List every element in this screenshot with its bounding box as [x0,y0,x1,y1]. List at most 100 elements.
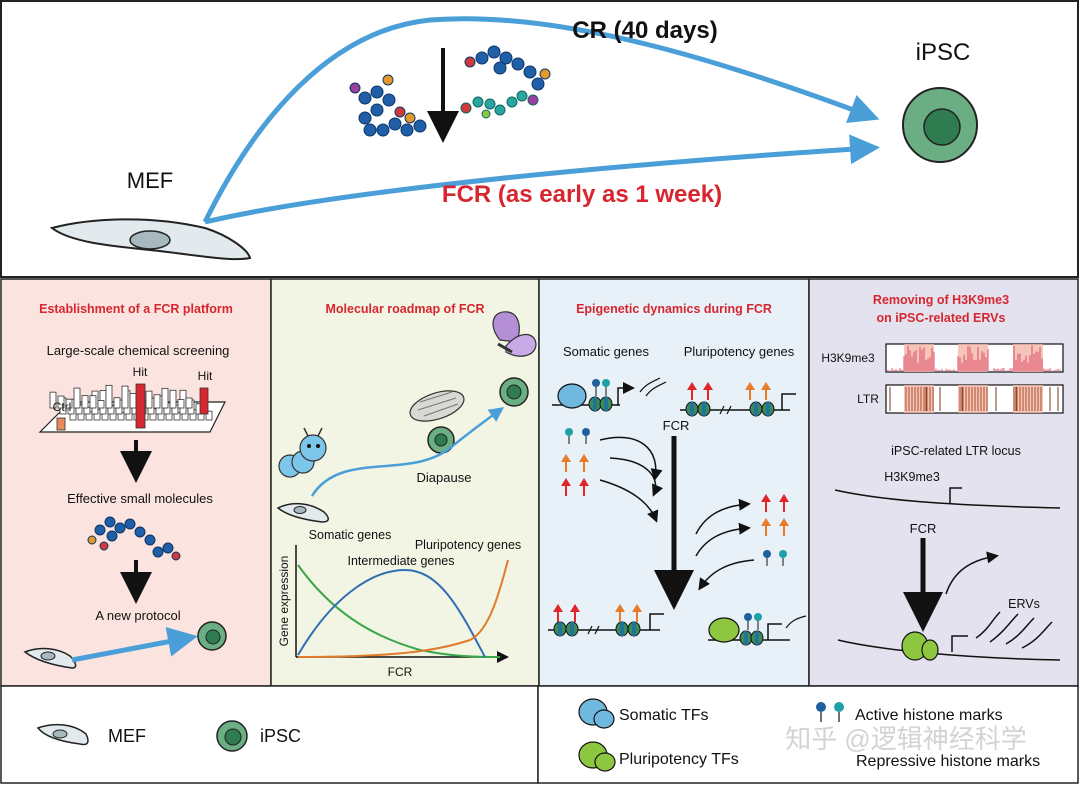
hit-label: Hit [198,369,213,383]
promoter-arrow-icon [951,635,968,652]
ipsc-cell-icon [427,426,455,454]
panel-molecular-roadmap: Molecular roadmap of FCR [270,278,540,687]
panel-fcr-platform: Establishment of a FCR platform Large-sc… [0,278,272,687]
active-marks-icon [816,702,844,722]
curved-arrow-icon [945,551,999,595]
curved-arrow-icon [695,522,751,557]
repressive-mark-icon [615,604,625,622]
pupa-icon [409,390,465,422]
pluripotency-genes-label: Pluripotency genes [684,344,795,359]
repressive-mark-icon [779,518,789,536]
flow-arrow-icon [71,626,198,663]
panel4-title-line1: Removing of H3K9me3 [873,293,1009,307]
ipsc-cell-icon [216,720,248,752]
cr-path [202,16,880,224]
repressive-mark-icon [561,454,571,472]
legend-repressive-marks: Repressive histone marks [856,753,1040,770]
screening-bar [161,387,169,409]
h3k9me3-track-label: H3K9me3 [821,351,875,365]
roadmap-path [310,407,505,497]
panel4-title-line2: on iPSC-related ERVs [877,311,1006,325]
panel-epigenetic-dynamics: Epigenetic dynamics during FCR Somatic g… [538,278,810,687]
fcr-label: FCR [910,521,937,536]
screening-bar [177,399,185,409]
screening-bar [81,395,89,409]
screening-bar [185,397,193,409]
legend-pluripotency-tfs: Pluripotency TFs [619,751,739,768]
fcr-label: FCR (as early as 1 week) [442,181,722,208]
screening-bar [49,391,57,409]
locus-label: iPSC-related LTR locus [891,444,1021,458]
mef-label: MEF [127,168,173,193]
somatic-tf-icon [578,698,615,729]
curved-arrow-icon [609,457,664,497]
repressive-mark-icon [561,478,571,496]
ipsc-cell-icon [499,377,529,407]
repressive-mark-icon [761,518,771,536]
repressive-mark-icon [579,454,589,472]
ctrl-label: Ctrl [53,400,72,414]
panel-removing-h3k9me3: Removing of H3K9me3 on iPSC-related ERVs… [808,278,1079,687]
somatic-curve [297,564,501,658]
repressive-mark-icon [687,382,697,400]
legend-ipsc: iPSC [260,726,301,746]
molecule-icon [349,74,427,137]
butterfly-icon [492,311,537,357]
h3k9me3-mark-label: H3K9me3 [884,470,940,484]
intermediate-genes-label: Intermediate genes [347,554,454,568]
screening-label: Large-scale chemical screening [47,343,230,358]
screening-bar [129,393,137,409]
ipsc-label: iPSC [916,39,971,66]
hit-label: Hit [133,365,148,379]
somatic-genes-label: Somatic genes [309,528,392,542]
repressive-mark-icon [703,382,713,400]
screening-bar [105,384,113,409]
repressive-mark-icon [579,478,589,496]
screening-bar [73,387,81,409]
active-marks-icon [565,428,590,444]
fcr-label: FCR [663,418,690,433]
repressive-mark-icon [632,604,642,622]
mef-cell-icon [49,218,252,261]
protocol-label: A new protocol [95,608,180,623]
ipsc-cell-icon [902,87,978,163]
screening-bar [145,390,153,409]
pluripotency-tf-icon [578,741,616,772]
screening-bar [169,389,177,409]
screening-plate [38,383,226,433]
molecule-icon [460,90,539,119]
somatic-genes-label: Somatic genes [563,344,649,359]
molecule-icon [464,45,551,91]
legend-section: MEF iPSC Somatic TFs Pluripotency TFs Ac… [0,685,1079,784]
screening-bar [65,398,73,409]
screening-bar [113,397,121,409]
curved-arrow-icon [695,498,751,535]
promoter-arrow-icon [949,487,962,504]
gene-expression-axis-label: Gene expression [277,556,291,647]
h3k9me3-track [885,343,1064,373]
dna-strand [834,489,1061,509]
panel1-title: Establishment of a FCR platform [39,302,233,316]
pluripotency-genes-label: Pluripotency genes [415,538,521,552]
diapause-label: Diapause [417,470,472,485]
fcr-path [204,134,880,225]
mef-cell-icon [276,502,329,523]
curved-arrow-icon [599,436,663,481]
curved-arrow-icon [698,559,755,591]
active-marks-icon [763,550,787,566]
mef-cell-icon [23,647,77,669]
somatic-locus [552,377,667,412]
repressive-mark-icon [779,494,789,512]
pluripotency-tf-icon [901,631,939,661]
legend-somatic-tfs: Somatic TFs [619,707,709,724]
screening-bar [57,395,65,409]
screening-bar [97,400,105,409]
watermark: 知乎 @逻辑神经科学 [785,724,1027,754]
legend-mef: MEF [108,726,146,746]
curved-arrow-icon [599,479,659,523]
ipsc-cell-icon [197,621,227,651]
repressive-mark-icon [761,494,771,512]
repressive-mark-icon [745,382,755,400]
screening-bar [89,395,97,409]
fcr-axis-label: FCR [388,665,413,679]
